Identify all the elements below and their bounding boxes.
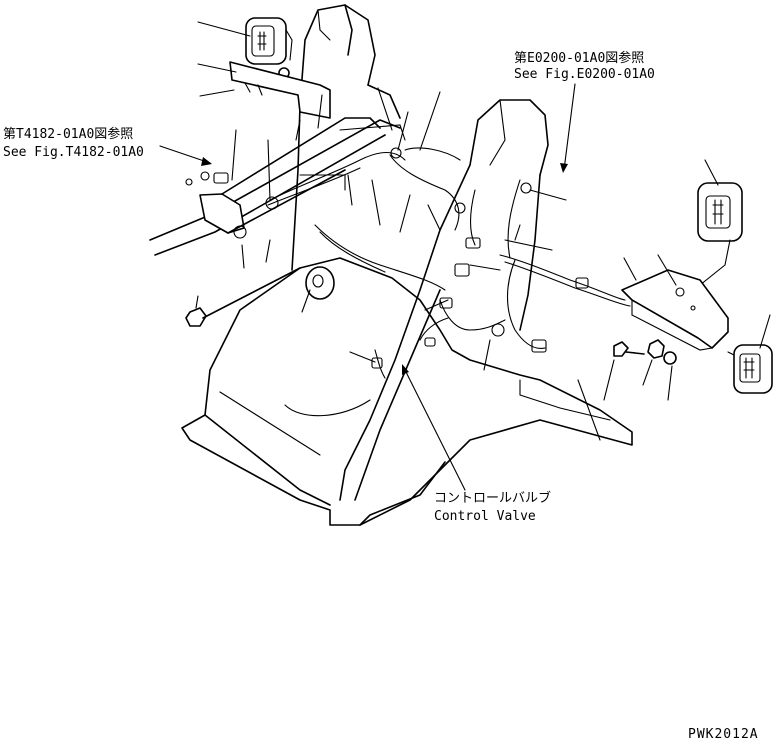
callout-t4182-jp: 第T4182-01A0図参照 (3, 126, 133, 142)
fasteners (185, 267, 677, 365)
horn (305, 266, 335, 300)
callout-valve-en: Control Valve (434, 509, 536, 524)
cross-beam (149, 117, 406, 256)
right-pillar (339, 99, 549, 501)
callout-e0200-en: See Fig.E0200-01A0 (514, 67, 655, 82)
callout-t4182-en: See Fig.T4182-01A0 (3, 145, 144, 160)
callout-e0200-jp: 第E0200-01A0図参照 (514, 50, 644, 66)
work-lamp-left (245, 17, 293, 79)
chassis-frame (181, 257, 633, 526)
work-lamp-right-lower (727, 344, 773, 394)
drawing-code: PWK2012A (688, 727, 759, 741)
leader-lines (195, 21, 771, 401)
lamp-bracket-left (229, 61, 331, 119)
left-pillar (291, 4, 401, 271)
callout-arrows (159, 83, 576, 491)
lamp-bracket-right (621, 269, 729, 351)
clamps-connectors (185, 147, 589, 369)
work-lamp-right-upper (684, 182, 743, 291)
callout-valve-jp: コントロールバルブ (434, 490, 551, 506)
